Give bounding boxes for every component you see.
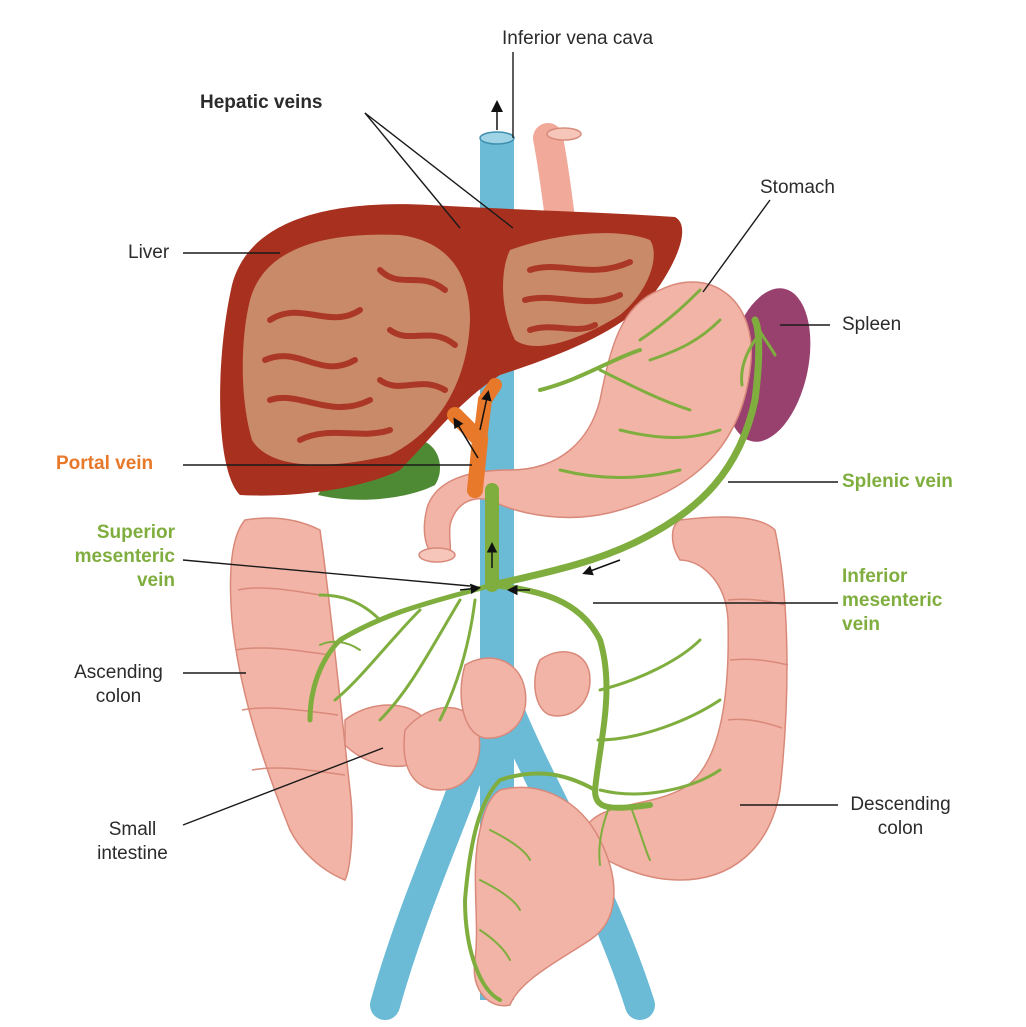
ascending-colon-label: Ascending colon <box>56 661 181 709</box>
superior-mesenteric-vein-line-1: Superior <box>96 522 175 543</box>
descending-colon-organ <box>579 516 789 881</box>
inferior-mesenteric-vein-line-1: Inferior <box>842 566 908 587</box>
small-intestine-line-2: intestine <box>97 843 168 864</box>
portal-vein-vessel <box>447 378 502 498</box>
descending-colon-line-1: Descending <box>850 794 951 815</box>
liver-label: Liver <box>128 242 170 263</box>
small-intestine-line-1: Small <box>108 819 157 840</box>
sigmoid-colon-organ <box>473 786 615 1007</box>
inferior-mesenteric-vein-label: Inferior mesenteric vein <box>842 565 942 637</box>
liver-organ <box>220 204 683 496</box>
splenic-vein-label: Splenic vein <box>842 471 953 492</box>
ascending-colon-line-2: colon <box>95 686 142 707</box>
small-intestine-label: Small intestine <box>85 818 180 866</box>
inferior-mesenteric-vein-line-3: vein <box>842 614 881 635</box>
descending-colon-line-2: colon <box>877 818 924 839</box>
inferior-vena-cava-label: Inferior vena cava <box>502 28 654 49</box>
ascending-colon-line-1: Ascending <box>74 662 163 683</box>
superior-mesenteric-vein-label: Superior mesenteric vein <box>40 521 175 593</box>
spleen-label: Spleen <box>842 314 902 335</box>
descending-colon-label: Descending colon <box>838 793 963 841</box>
flow-arrows <box>459 100 621 596</box>
vein-network <box>307 288 777 1002</box>
superior-mesenteric-vein-line-3: vein <box>136 570 175 591</box>
ascending-colon-organ <box>229 517 353 881</box>
leader-lines <box>182 52 838 826</box>
superior-mesenteric-vein-line-2: mesenteric <box>74 546 175 567</box>
inferior-mesenteric-vein-line-2: mesenteric <box>842 590 943 611</box>
small-intestine-organ <box>344 651 591 791</box>
portal-vein-label: Portal vein <box>56 453 154 474</box>
hepatic-veins-label: Hepatic veins <box>200 92 323 113</box>
stomach-label: Stomach <box>760 177 835 198</box>
